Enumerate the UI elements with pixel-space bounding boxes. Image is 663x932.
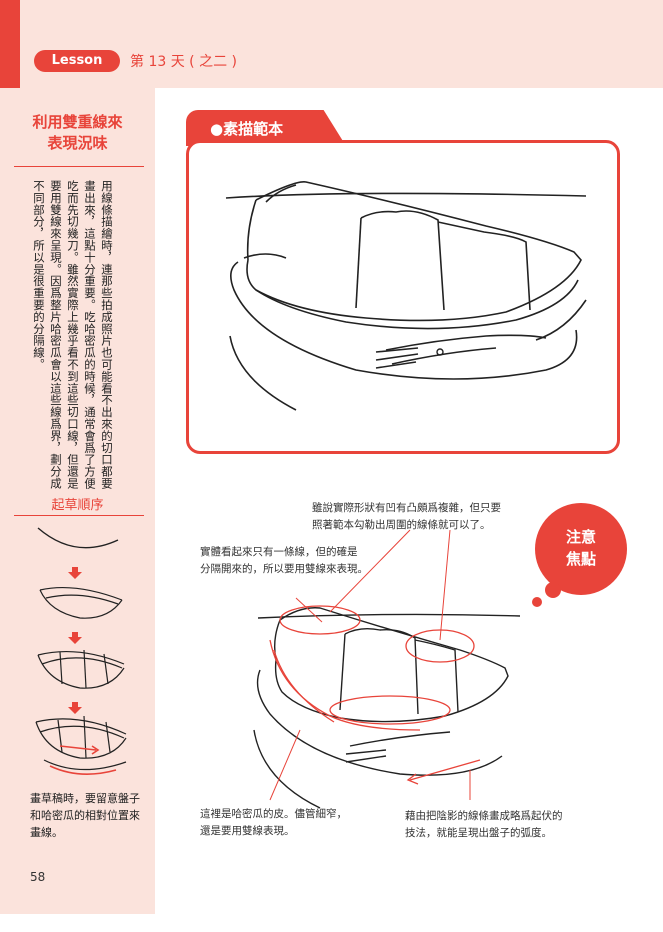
sketch-step-4 [35,715,127,771]
sketch-step-1 [37,527,119,549]
arrow-down-icon-3 [68,702,82,714]
model-frame [186,140,620,454]
sidebar-title-line1: 利用雙重線來 [32,113,123,131]
sidebar-body-text: 用線條描繪時，連那些拍成照片也可能看不出來的切口都要畫出來，這點十分重要。吃哈密… [32,180,114,490]
melon-annotated-drawing [253,605,521,809]
lesson-day-label: 第 13 天 ( 之二 ) [130,54,237,70]
annotation-left: 實體看起來只有一條線，但的確是 分隔開來的，所以要用雙線來表現。 [200,546,368,575]
arrow-down-icon-1 [68,567,82,579]
sketch-steps-illustration [35,527,127,775]
sidebar-title-rule [14,166,144,167]
focus-note-line1: 注意 [565,528,596,546]
header-band [0,0,663,88]
melon-model-drawing [225,181,587,411]
sketch-step-3 [37,649,125,689]
model-tab-label: ●素描範本 [210,120,284,138]
annotation-top-right: 雖說實際形狀有凹有凸頗爲複雜，但只要 照著範本勾勒出周圍的線條就可以了。 [312,502,501,531]
header-red-tab [0,0,20,88]
bubble-dot-large [545,582,561,598]
sketch-caption: 畫草稿時，要留意盤子和哈密瓜的相對位置來畫線。 [30,792,140,839]
focus-note-line2: 焦點 [565,550,596,568]
sketch-step-4-arrows [49,745,117,775]
sketch-steps-rule [14,515,144,516]
sidebar-title: 利用雙重線來 表現況味 [0,112,155,154]
sketch-step-2 [39,586,123,619]
sidebar [0,88,155,914]
annotation-bottom-left: 這裡是哈密瓜的皮。儘管細窄， 還是要用雙線表現。 [200,808,347,837]
annotation-bottom-right: 藉由把陰影的線條畫成略爲起伏的 技法，就能呈現出盤子的弧度。 [405,810,563,839]
sidebar-title-line2: 表現況味 [47,134,108,152]
sketch-steps-title: 起草順序 [51,498,104,513]
lesson-badge: Lesson [34,50,120,72]
arrow-down-icon-2 [68,632,82,644]
bubble-dot-small [532,597,542,607]
page-number: 58 [30,870,46,884]
focus-note-badge: 注意 焦點 [535,503,627,595]
